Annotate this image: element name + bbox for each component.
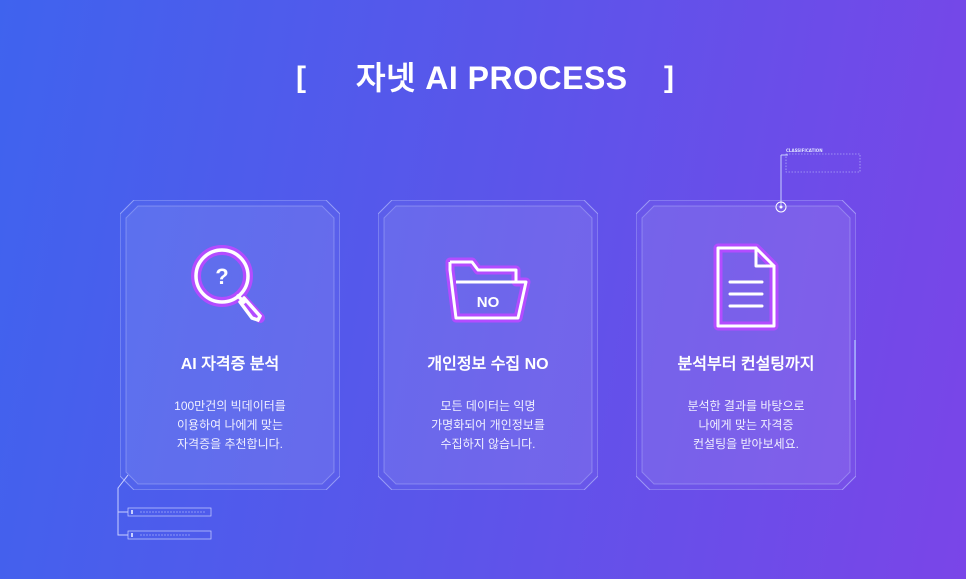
title-bracket-left: [ (296, 61, 306, 94)
card-title: 개인정보 수집 NO (427, 356, 549, 373)
document-icon (713, 243, 779, 331)
card-desc-line: 자격증을 추천합니다. (176, 437, 284, 451)
card-desc-line: 100만건의 빅데이터를 (174, 399, 286, 413)
card-description: 모든 데이터는 익명 가명화되어 개인정보를 수집하지 않습니다. (388, 397, 588, 454)
card-frame (120, 200, 340, 490)
card-frame (636, 200, 856, 490)
title-bracket-right: ] (664, 61, 674, 94)
card-desc-line: 수집하지 않습니다. (440, 437, 536, 451)
process-card-consulting: 분석부터 컨설팅까지 분석한 결과를 바탕으로 나에게 맞는 자격증 컨설팅을 … (636, 200, 856, 490)
connector-decoration-bottom (117, 474, 212, 540)
card-title: 분석부터 컨설팅까지 (677, 356, 815, 373)
card-description: 분석한 결과를 바탕으로 나에게 맞는 자격증 컨설팅을 받아보세요. (646, 397, 846, 454)
card-desc-line: 이용하여 나에게 맞는 (176, 418, 284, 432)
card-description: 100만건의 빅데이터를 이용하여 나에게 맞는 자격증을 추천합니다. (130, 397, 330, 454)
card-frame (378, 200, 598, 490)
folder-no-text: NO (477, 294, 500, 311)
page-title-area: [ 자넷 AI PROCESS ] (0, 56, 966, 100)
card-title: AI 자격증 분석 (180, 356, 280, 373)
svg-text:?: ? (215, 264, 228, 289)
page-title: 자넷 AI PROCESS (356, 60, 628, 96)
magnifier-question-icon: ? (191, 245, 265, 323)
process-card-no-privacy: NO 개인정보 수집 NO 모든 데이터는 익명 가명화되어 개인정보를 수집하… (378, 200, 598, 490)
card-desc-line: 나에게 맞는 자격증 (698, 418, 794, 432)
folder-no-icon: NO (445, 257, 531, 323)
card-desc-line: 가명화되어 개인정보를 (431, 418, 545, 432)
decoration-label-top: CLASSIFICATION (786, 148, 823, 153)
card-desc-line: 컨설팅을 받아보세요. (692, 437, 800, 451)
card-desc-line: 모든 데이터는 익명 (440, 399, 536, 413)
connector-decoration-top (775, 153, 861, 213)
card-desc-line: 분석한 결과를 바탕으로 (687, 399, 805, 413)
process-card-ai-analysis: ? AI 자격증 분석 100만건의 빅데이터를 이용하여 나에게 맞는 자격증… (120, 200, 340, 490)
